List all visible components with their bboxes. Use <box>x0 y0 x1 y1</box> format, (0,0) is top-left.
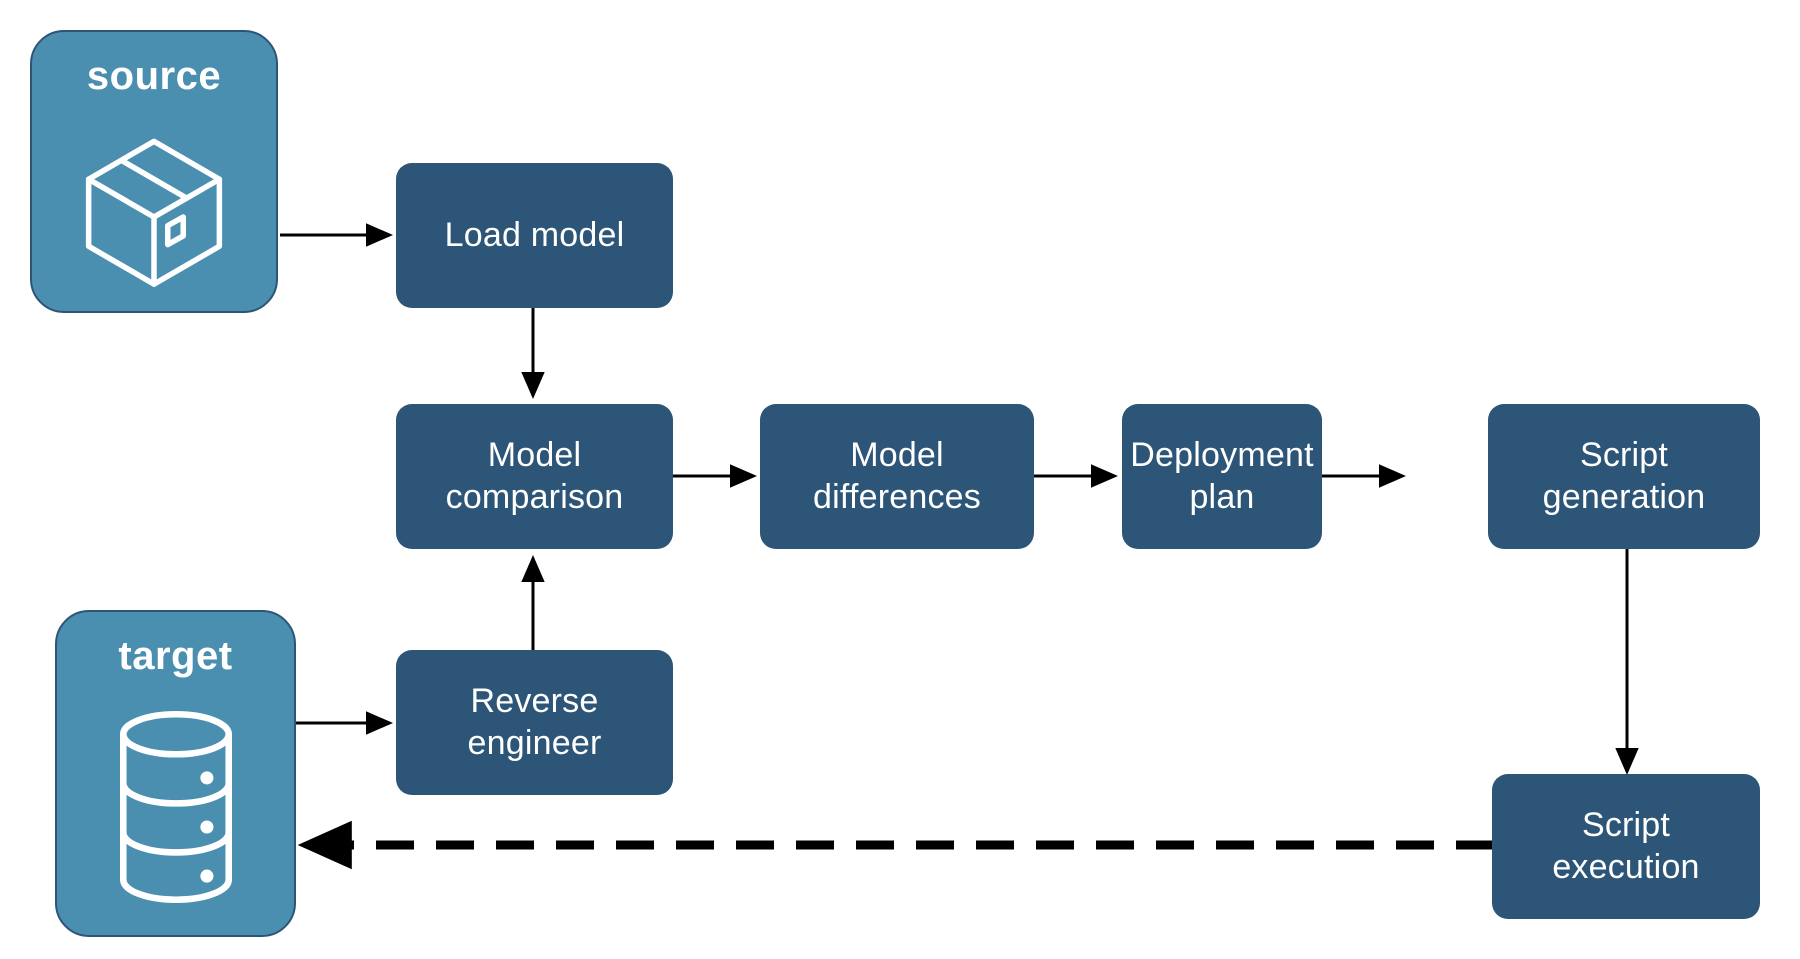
endpoint-target-label: target <box>118 634 233 678</box>
endpoint-source-label: source <box>86 54 222 98</box>
process-deployment-plan[interactable]: Deployment plan <box>1122 404 1322 549</box>
process-reverse-engineer-label: Reverse engineer <box>467 682 602 762</box>
process-load-model-label: Load model <box>444 215 625 254</box>
process-script-execution-label: Script execution <box>1552 806 1700 886</box>
endpoint-source[interactable]: source <box>30 30 278 313</box>
process-script-generation[interactable]: Script generation <box>1488 404 1760 549</box>
process-script-generation-label: Script generation <box>1542 436 1706 516</box>
process-reverse-engineer[interactable]: Reverse engineer <box>396 650 673 795</box>
package-box-icon <box>32 99 276 311</box>
process-load-model[interactable]: Load model <box>396 163 673 308</box>
process-model-differences-label: Model differences <box>813 436 981 516</box>
process-model-differences[interactable]: Model differences <box>760 404 1034 549</box>
process-deployment-plan-label: Deployment plan <box>1130 436 1314 516</box>
process-model-comparison[interactable]: Model comparison <box>396 404 673 549</box>
process-script-execution[interactable]: Script execution <box>1492 774 1760 919</box>
database-cylinder-icon <box>57 679 294 935</box>
endpoint-target[interactable]: target <box>55 610 296 937</box>
process-model-comparison-label: Model comparison <box>445 436 624 516</box>
